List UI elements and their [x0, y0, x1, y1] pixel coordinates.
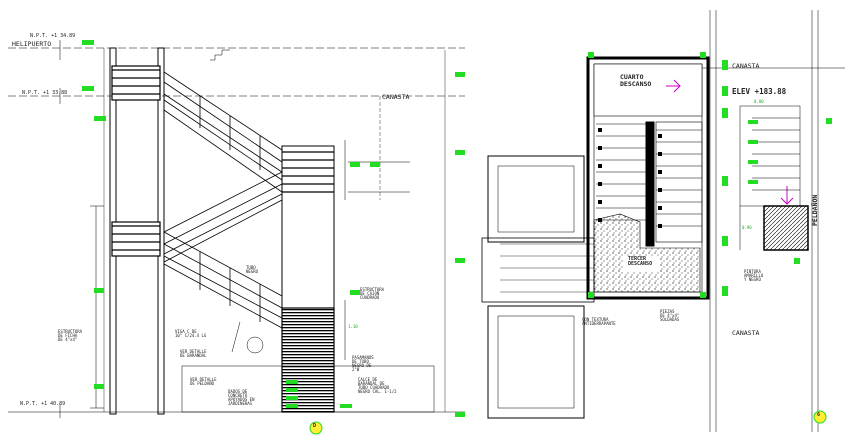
peldanon-label: PELDAÑON: [811, 194, 819, 226]
plan-canasta-top: CANASTA: [732, 62, 760, 70]
level-bottom: N.P.T. +1 40.89: [20, 401, 66, 407]
con-textura-label: CON TEXTURA ANTIDERRAPANTE: [582, 317, 616, 326]
ver-detalle-barandal-label: VER DETALLE DE BARANDAL: [180, 349, 207, 358]
level-heliport: N.P.T. +1 34.89: [30, 33, 76, 39]
cuarto-descanso-label: CUARTO DESCANSO: [620, 73, 652, 88]
axis-d-label: D: [313, 423, 317, 429]
pasamanos-label: PASAMANOS DE TUBO NEGRO DE 2"Ø: [352, 355, 374, 372]
dados-concreto-label: DADOS DE CONCRETO APOYADOS EN JARDINERAS: [228, 389, 255, 406]
viga-c-label: VIGA C DE 10" C/24.4 LG: [175, 329, 207, 338]
canasta-label: CANASTA: [382, 93, 410, 101]
elev-label: ELEV +183.88: [732, 87, 787, 96]
dim-110: 1.10: [348, 324, 358, 329]
barandal-cuadrado-label: CALCE DE BARANDAL DE TUBO CUADRADO NEGRO…: [358, 377, 397, 394]
elevation-view: [8, 40, 465, 418]
plan-view: [481, 10, 845, 432]
tubo-negro-label: TUBO NEGRO: [246, 265, 259, 274]
axis-bubble-d: [309, 421, 323, 435]
axis-bubble-6: [813, 410, 827, 424]
level-mid: N.P.T. +1 33.88: [22, 90, 68, 96]
level-heliport-name: HELIPUERTO: [12, 40, 52, 48]
dim-080: 0.80: [754, 99, 764, 104]
estructura-ficha-label: ESTRUCTURA DE FICHA DE 4"x4": [58, 329, 83, 342]
plan-canasta-bottom: CANASTA: [732, 329, 760, 337]
pintura-label: PINTURA AMARILLO Y NEGRO: [744, 269, 764, 282]
ver-detalle-peldano-label: VER DETALLE DE PELDAÑO: [190, 377, 217, 386]
dim-090: 0.90: [742, 225, 752, 230]
estructura-cajon-label: ESTRUCTURA DE CAJON CUADRADO: [360, 287, 385, 300]
tercer-descanso-label: TERCER DESCANSO: [628, 256, 653, 267]
piezas-label: PIEZAS DE 4"x4" SOLDADAS: [660, 309, 680, 322]
level-markers: [82, 40, 832, 417]
axis-6-label: 6: [817, 412, 821, 418]
